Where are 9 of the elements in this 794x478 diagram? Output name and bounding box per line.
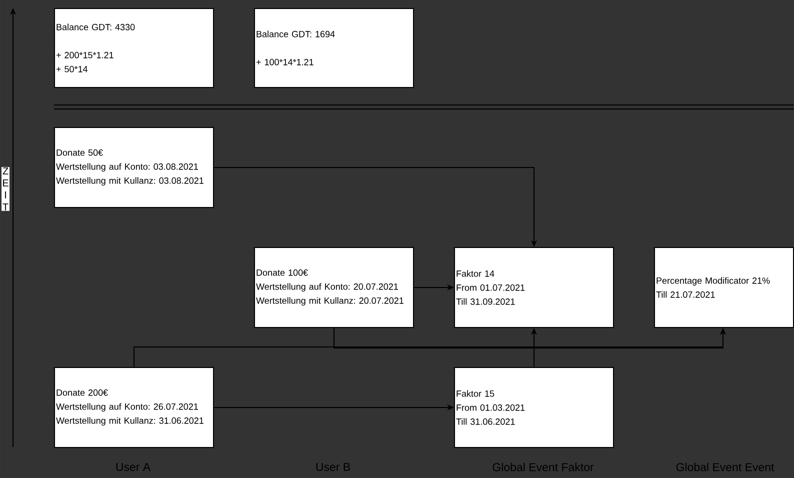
modifier-box: Percentage Modificator 21% Till 21.07.2021	[654, 246, 794, 328]
factor-box: Faktor 15 From 01.03.2021 Till 31.06.2021	[454, 366, 614, 448]
donation-box: Donate 100€ Wertstellung auf Konto: 20.07.2021 Wertstellung mit Kullanz: 20.07.2021	[254, 246, 414, 328]
donation-box: Donate 50€ Wertstellung auf Konto: 03.08.2021 Wertstellung mit Kullanz: 03.08.2021	[54, 127, 214, 208]
factor-box: Faktor 14 From 01.07.2021 Till 31.09.2021	[454, 246, 614, 328]
balance-box: Balance GDT: 1694 + 100*14*1.21	[254, 8, 414, 88]
balance-box: Balance GDT: 4330 + 200*15*1.21 + 50*14	[54, 8, 214, 88]
axis-label: ZEIT	[2, 167, 10, 211]
donation-box: Donate 200€ Wertstellung auf Konto: 26.07.2021 Wertstellung mit Kullanz: 31.06.2021	[54, 366, 214, 448]
